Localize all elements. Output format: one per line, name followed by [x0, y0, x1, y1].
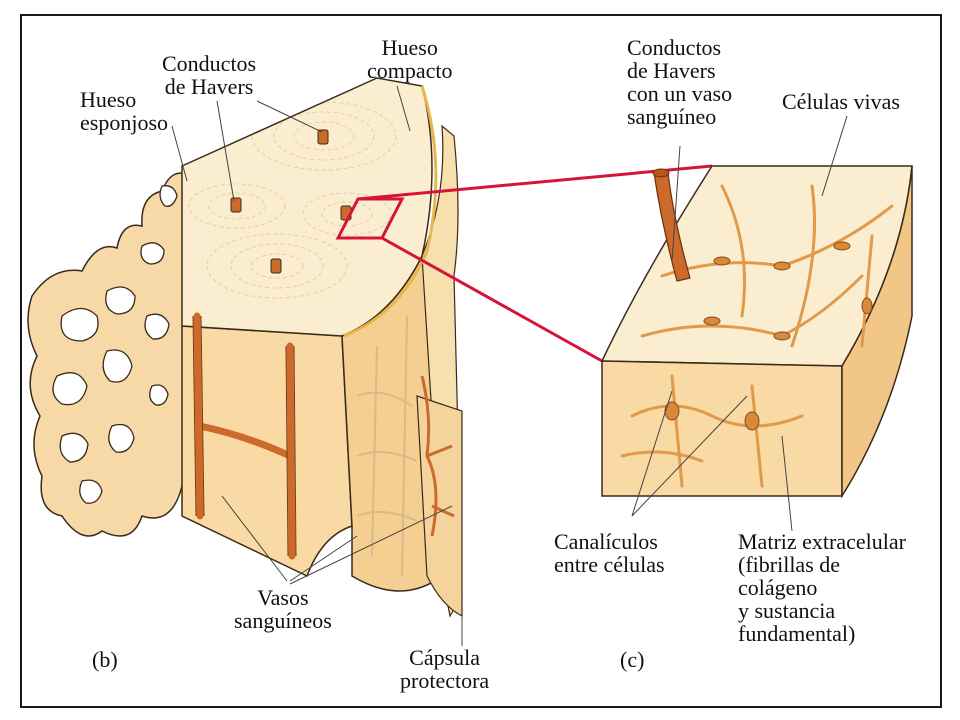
bone-diagram: [27, 77, 913, 646]
label-matriz: Matriz extracelular (fibrillas de coláge…: [738, 529, 906, 646]
label-vasos-sanguineos: Vasos sanguíneos: [234, 585, 332, 633]
block-side: [841, 165, 913, 499]
label-conductos-havers: Conductos de Havers: [162, 51, 257, 99]
block-front: [601, 360, 843, 497]
bone-front-face: [181, 325, 353, 578]
panel-letter-c: (c): [620, 647, 645, 672]
diagram-frame: Hueso esponjoso Conductos de Havers Hues…: [20, 14, 942, 708]
leader-lines: [171, 85, 848, 646]
label-hueso-compacto: Hueso compacto: [367, 35, 453, 83]
spongy-bone-cavities: [52, 185, 178, 504]
panel-letter-b: (b): [92, 647, 118, 672]
label-hueso-esponjoso: Hueso esponjoso: [80, 87, 168, 135]
label-conductos-vaso: Conductos de Havers con un vaso sanguíne…: [627, 35, 733, 129]
compact-rim: [343, 85, 438, 338]
haversian-canals: [230, 129, 352, 274]
osteocyte-network: [620, 184, 894, 488]
osteocyte-nuclei: [664, 241, 873, 431]
label-celulas-vivas: Células vivas: [782, 89, 900, 114]
magnified-block-c: [600, 165, 913, 499]
osteon-rings: [188, 101, 397, 299]
label-canaliculos: Canalículos entre células: [554, 529, 665, 577]
havers-vessel: [653, 172, 691, 282]
right-face-lattice: [356, 315, 418, 577]
blood-vessels: [193, 312, 296, 560]
label-capsula-protectora: Cápsula protectora: [400, 645, 490, 693]
capsule-vessels: [420, 375, 455, 537]
bone-segment-b: [27, 77, 463, 618]
